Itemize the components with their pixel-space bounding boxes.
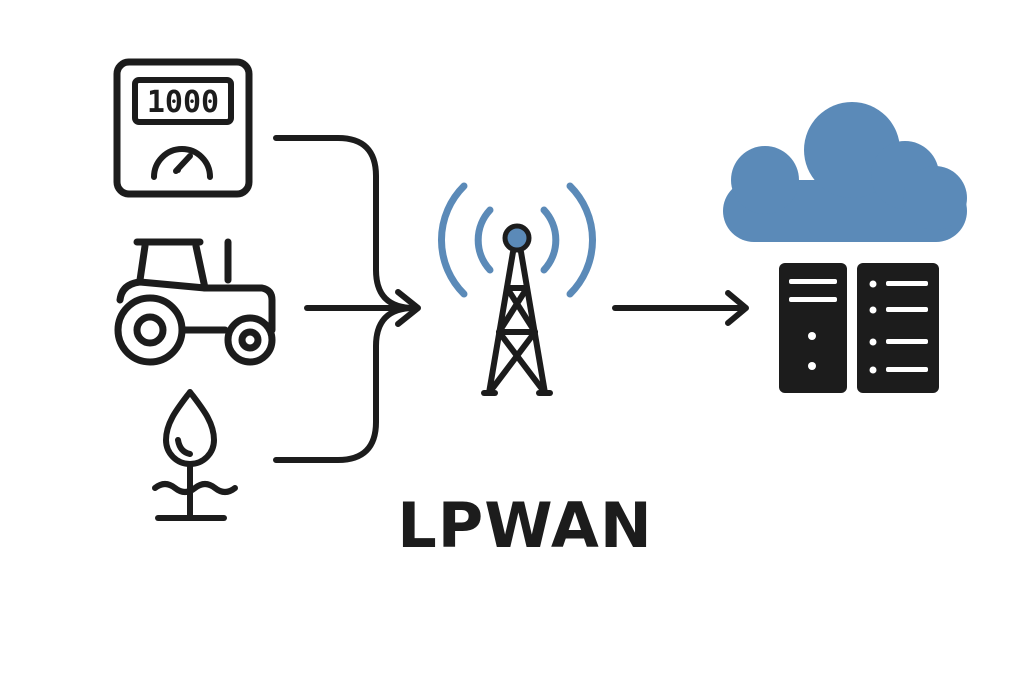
lpwan-label: LPWAN — [397, 489, 653, 562]
meter-display-text: 1000 — [147, 85, 219, 120]
tractor-icon — [114, 238, 276, 366]
uplink-arrow — [612, 290, 749, 326]
utility-meter-icon — [113, 58, 253, 198]
cloud-icon — [723, 102, 967, 242]
radio-tower-icon — [438, 182, 596, 396]
antenna-tip — [502, 223, 532, 253]
source-connectors — [273, 135, 421, 463]
water-sensor-icon — [152, 389, 238, 521]
server-rack-icon — [779, 263, 939, 393]
